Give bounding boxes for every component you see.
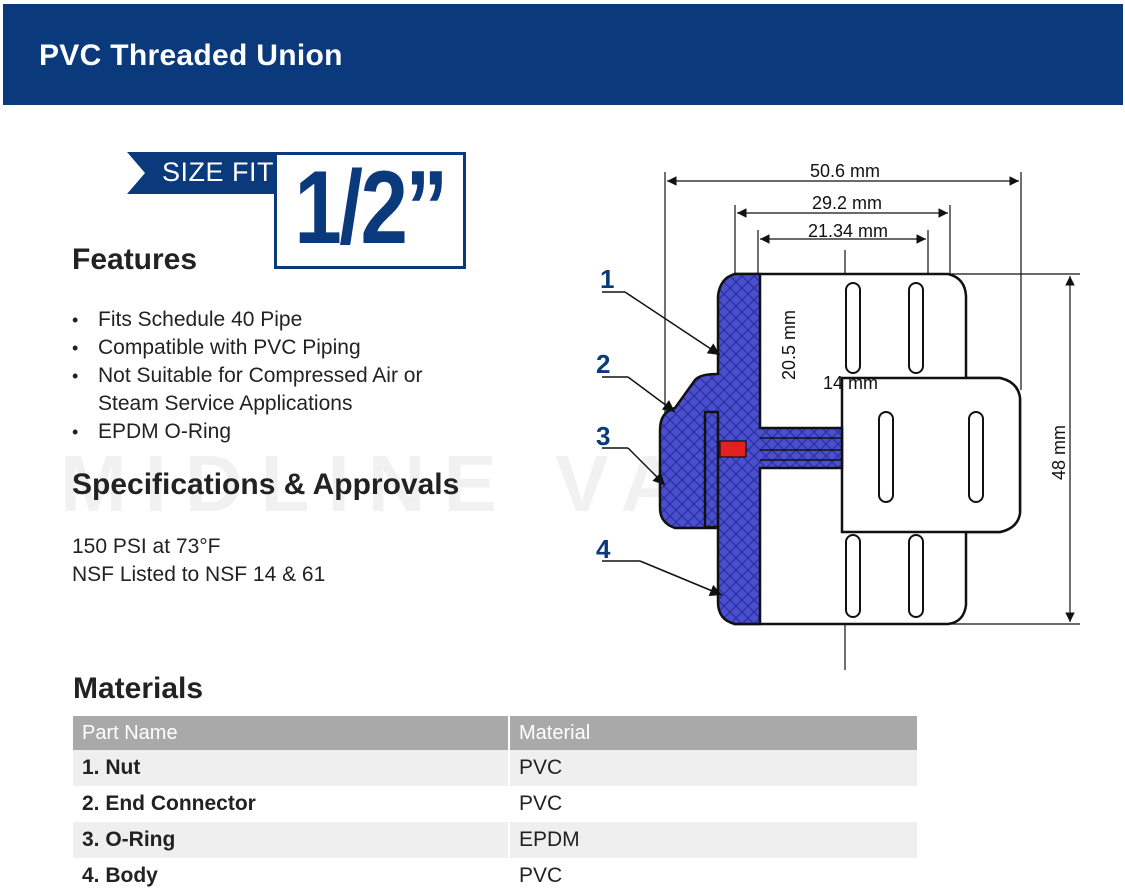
features-list: Fits Schedule 40 Pipe Compatible with PV… [72,306,422,446]
page-title: PVC Threaded Union [39,39,343,72]
spec-pressure: 150 PSI at 73°F [72,535,221,558]
materials-table: Part Name Material 1. Nut PVC 2. End Con… [73,716,917,894]
table-row: 4. Body PVC [73,858,917,894]
o-ring-marker [719,440,747,458]
cross-section [658,272,844,626]
part-name-cell: 2. End Connector [73,786,509,822]
part-name-cell: 4. Body [73,858,509,894]
dim-engagement: 14 mm [823,373,878,393]
dim-wall-depth: 20.5 mm [779,310,799,380]
size-fit-box: 1/2” [274,150,466,269]
callout-1: 1 [600,264,614,294]
column-header-material: Material [508,716,917,750]
callout-4: 4 [596,534,611,564]
header-banner: PVC Threaded Union [3,4,1123,105]
material-cell: PVC [508,750,917,786]
size-fit-value: 1/2” [294,150,448,266]
table-header-row: Part Name Material [73,716,917,750]
callout-3: 3 [596,421,610,451]
material-cell: PVC [508,858,917,894]
material-cell: EPDM [508,822,917,858]
feature-item: EPDM O-Ring [72,418,422,446]
callout-leaders [602,291,723,596]
feature-item-line-2: Steam Service Applications [98,392,353,415]
column-header-part-name: Part Name [73,716,509,750]
dim-nut-length: 29.2 mm [812,193,882,213]
features-heading: Features [72,243,198,276]
part-name-cell: 1. Nut [73,750,509,786]
union-slots [845,282,984,618]
feature-item: Compatible with PVC Piping [72,334,422,362]
part-name-cell: 3. O-Ring [73,822,509,858]
dim-height: 48 mm [1049,425,1069,480]
dim-bore-length: 21.34 mm [808,221,888,241]
callout-2: 2 [596,349,610,379]
material-cell: PVC [508,786,917,822]
union-cross-section-diagram: 1 2 3 4 50.6 mm 29.2 mm 21.34 mm 20.5 mm… [596,161,1080,670]
spec-certification: NSF Listed to NSF 14 & 61 [72,563,326,586]
table-row: 2. End Connector PVC [73,786,917,822]
table-row: 1. Nut PVC [73,750,917,786]
feature-item: Not Suitable for Compressed Air or Steam … [72,362,422,418]
materials-heading: Materials [73,672,204,705]
feature-item-line-1: Not Suitable for Compressed Air or [98,364,423,387]
size-fit-label: SIZE FIT [162,157,274,187]
size-fit-ribbon [127,152,287,194]
union-body-outline [733,272,1022,626]
feature-item: Fits Schedule 40 Pipe [72,306,422,334]
specs-heading: Specifications & Approvals [72,468,460,501]
dim-overall-length: 50.6 mm [810,161,880,181]
table-row: 3. O-Ring EPDM [73,822,917,858]
